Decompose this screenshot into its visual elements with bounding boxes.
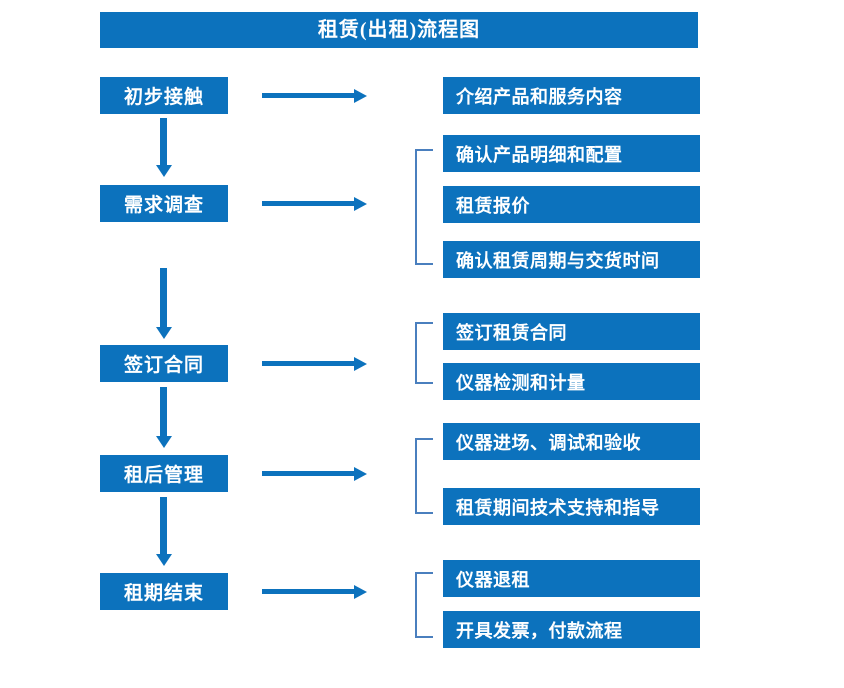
stage-box-1[interactable]: 初步接触 xyxy=(100,77,228,114)
task-box-7[interactable]: 仪器进场、调试和验收 xyxy=(443,423,700,460)
flow-arrow-down-1 xyxy=(160,118,167,166)
task-box-2[interactable]: 确认产品明细和配置 xyxy=(443,135,700,172)
task-box-10[interactable]: 开具发票，付款流程 xyxy=(443,611,700,648)
flowchart-title: 租赁(出租)流程图 xyxy=(100,12,698,48)
task-group-bracket-2 xyxy=(415,149,433,265)
stage-box-5[interactable]: 租期结束 xyxy=(100,573,228,610)
flow-arrow-down-3 xyxy=(160,387,167,437)
task-box-8[interactable]: 租赁期间技术支持和指导 xyxy=(443,488,700,525)
stage-box-4[interactable]: 租后管理 xyxy=(100,455,228,492)
task-box-6[interactable]: 仪器检测和计量 xyxy=(443,363,700,400)
flow-arrow-down-4 xyxy=(160,497,167,555)
task-group-bracket-4 xyxy=(415,438,433,514)
stage-to-tasks-arrow-3 xyxy=(262,361,354,366)
stage-to-tasks-arrow-2 xyxy=(262,201,354,206)
task-box-9[interactable]: 仪器退租 xyxy=(443,560,700,597)
task-box-4[interactable]: 确认租赁周期与交货时间 xyxy=(443,241,700,278)
task-box-5[interactable]: 签订租赁合同 xyxy=(443,313,700,350)
stage-box-2[interactable]: 需求调查 xyxy=(100,185,228,222)
task-box-1[interactable]: 介绍产品和服务内容 xyxy=(443,77,700,114)
stage-to-tasks-arrow-4 xyxy=(262,471,354,476)
task-box-3[interactable]: 租赁报价 xyxy=(443,186,700,223)
stage-to-tasks-arrow-1 xyxy=(262,93,354,98)
stage-box-3[interactable]: 签订合同 xyxy=(100,345,228,382)
task-group-bracket-3 xyxy=(415,322,433,384)
stage-to-tasks-arrow-5 xyxy=(262,589,354,594)
task-group-bracket-5 xyxy=(415,572,433,638)
flow-arrow-down-2 xyxy=(160,268,167,328)
